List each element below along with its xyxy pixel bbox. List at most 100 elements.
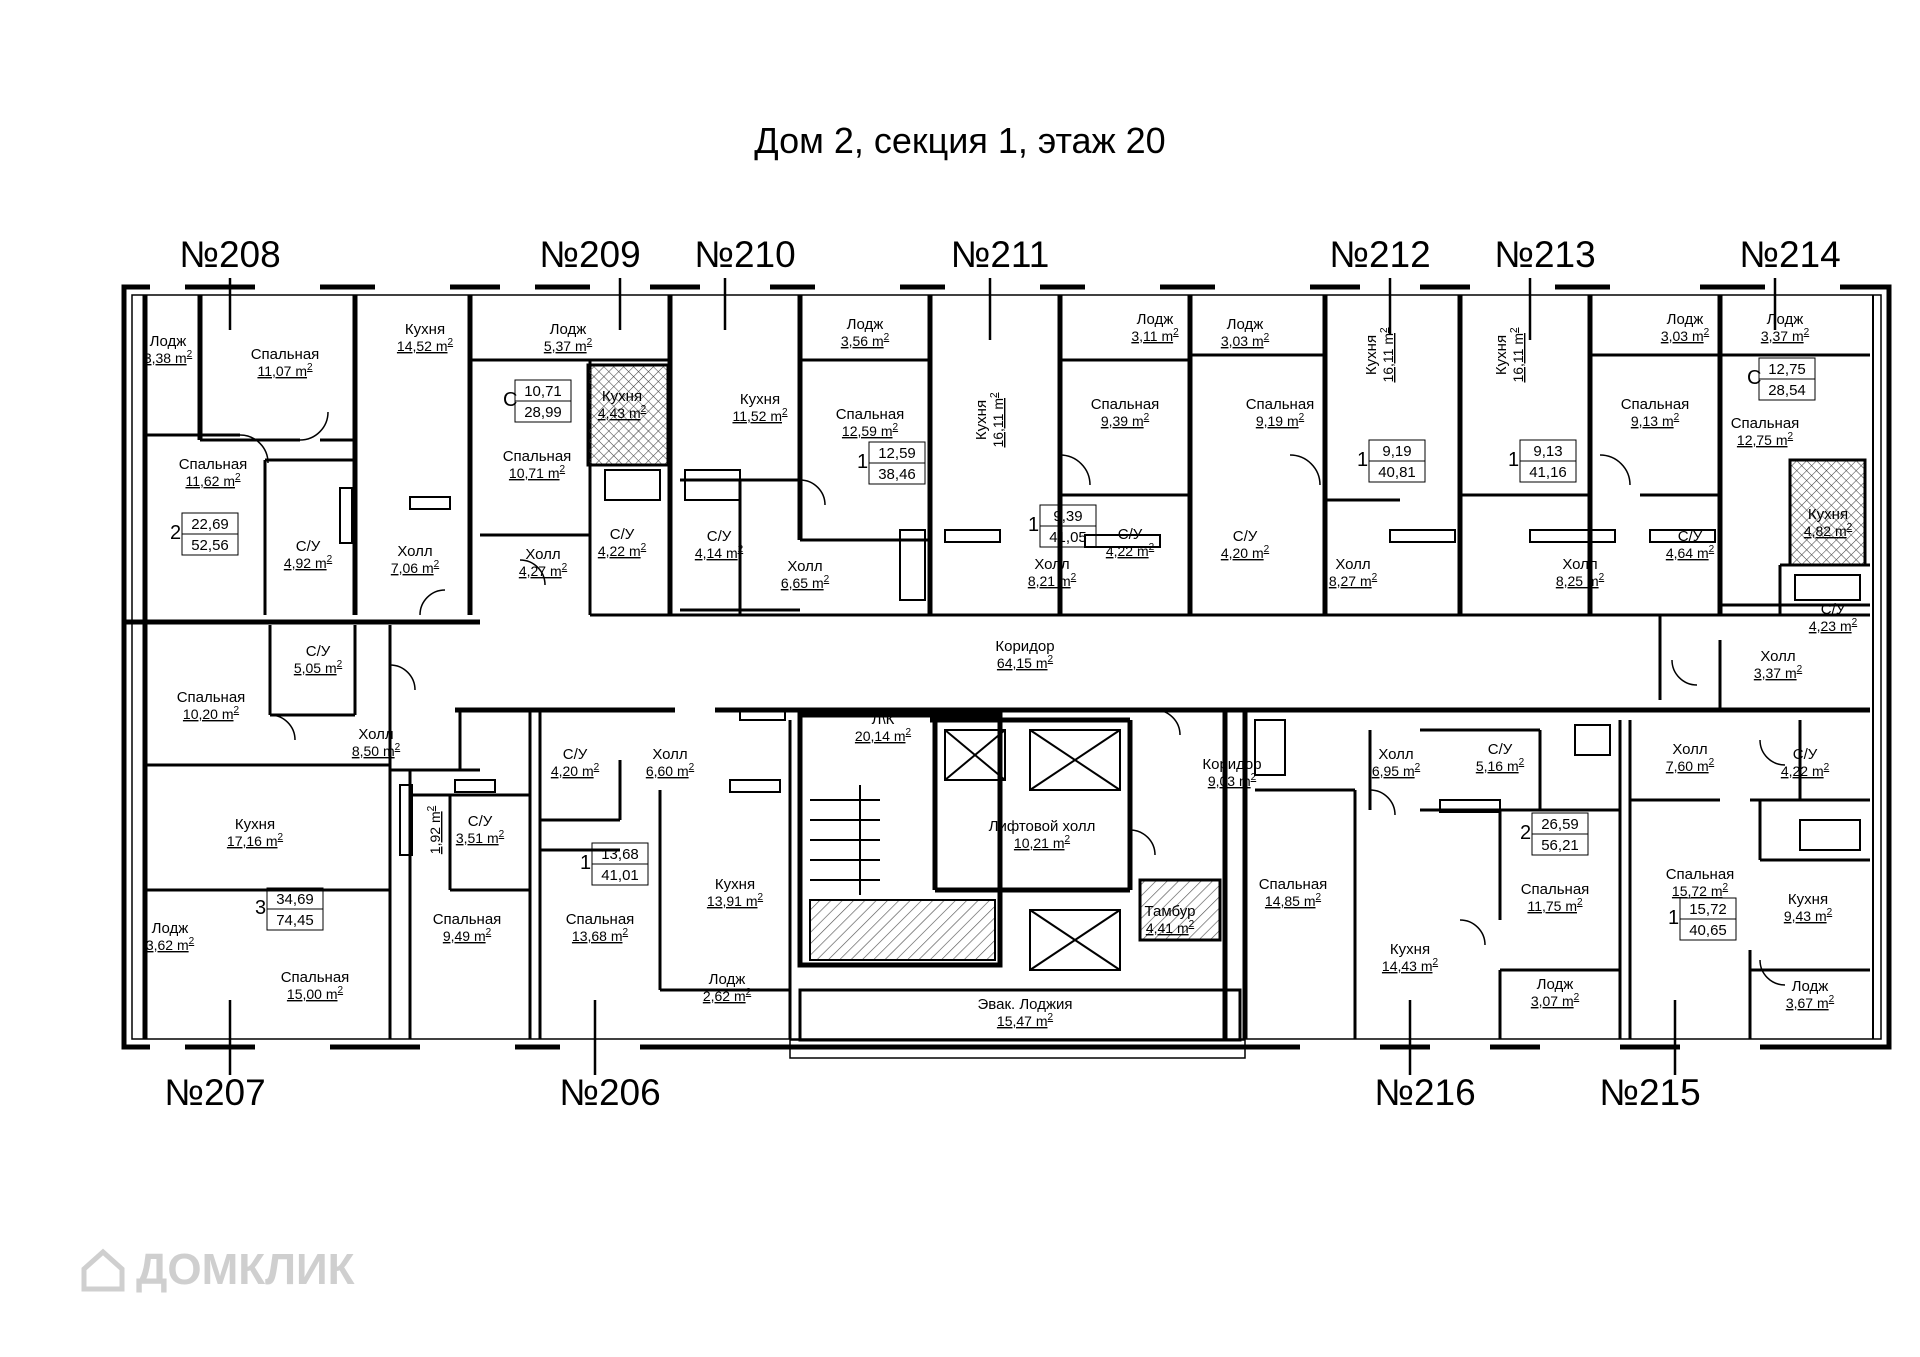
room-name: Коридор (995, 638, 1054, 655)
room-name: Кухня (602, 388, 642, 405)
room-area: 12,75 m2 (1737, 431, 1794, 448)
room-area: 17,16 m2 (227, 832, 284, 849)
apartment-type: 1 (1668, 907, 1679, 929)
total-area: 41,05 (1049, 529, 1087, 546)
room-name: Спальная (179, 456, 248, 473)
room-name: С/У (1488, 741, 1513, 758)
room-name: Спальная (1731, 415, 1800, 432)
room-name: Холл (397, 543, 432, 560)
room-name: С/У (306, 643, 331, 660)
room-name: С/У (563, 746, 588, 763)
room-area: 9,43 m2 (1784, 907, 1833, 924)
room-area: 3,07 m2 (1531, 992, 1580, 1009)
room-area: 15,00 m2 (287, 985, 344, 1002)
room-area: 4,43 m2 (598, 404, 647, 421)
room-name: Холл (1672, 741, 1707, 758)
room-area: 4,92 m2 (284, 554, 333, 571)
room-area: 4,20 m2 (1221, 544, 1270, 561)
room-label: С/У4,22 m2 (1781, 746, 1830, 779)
room-area: 11,52 m2 (732, 407, 788, 424)
room-name: Лодж (550, 321, 587, 338)
room-label: С/У4,14 m2 (695, 528, 744, 561)
room-name: Л\К (872, 711, 895, 728)
room-area: 3,11 m2 (1131, 327, 1179, 344)
room-label: Л\К20,14 m2 (855, 711, 912, 744)
room-area: 13,91 m2 (707, 892, 764, 909)
leader-lines (228, 278, 1777, 1075)
house-logo-icon (81, 1248, 125, 1292)
room-area: 12,59 m2 (842, 422, 899, 439)
room-name: С/У (1118, 526, 1143, 543)
room-area: 8,21 m2 (1028, 572, 1077, 589)
total-area: 41,01 (601, 867, 639, 884)
room-area: 3,37 m2 (1761, 327, 1810, 344)
room-area: 4,27 m2 (519, 562, 568, 579)
room-area: 4,64 m2 (1666, 544, 1715, 561)
living-area: 12,59 (878, 445, 916, 462)
total-area: 38,46 (878, 466, 916, 483)
total-area: 41,16 (1529, 464, 1567, 481)
room-area: 16,11 m2 (989, 392, 1006, 448)
room-name: Лодж (709, 971, 746, 988)
room-area: 6,65 m2 (781, 574, 830, 591)
living-area: 10,71 (524, 383, 562, 400)
room-area: 4,22 m2 (598, 542, 647, 559)
room-name: Коридор (1202, 756, 1261, 773)
apartment-number: №215 (1599, 1072, 1700, 1113)
apartment-type: 3 (255, 897, 266, 919)
apartment-type: 2 (1520, 822, 1531, 844)
room-name: Спальная (566, 911, 635, 928)
room-area: 4,23 m2 (1809, 617, 1858, 634)
room-label: С/У4,92 m2 (284, 538, 333, 571)
room-area: 4,20 m2 (551, 762, 600, 779)
plan-title: Дом 2, секция 1, этаж 20 (754, 120, 1166, 161)
room-area: 8,50 m2 (352, 742, 401, 759)
apartment-number: №208 (179, 234, 280, 275)
room-name: Эвак. Лоджия (978, 996, 1073, 1013)
room-area: 3,37 m2 (1754, 664, 1803, 681)
room-name: Холл (652, 746, 687, 763)
apartment-type: 1 (1028, 514, 1039, 536)
room-area: 11,07 m2 (257, 362, 313, 379)
room-name: Спальная (1666, 866, 1735, 883)
living-area: 9,13 (1533, 443, 1562, 460)
apartment-type: С (1747, 367, 1761, 389)
room-label: С/У4,20 m2 (551, 746, 600, 779)
room-name: Спальная (177, 689, 246, 706)
room-name: Лодж (1137, 311, 1174, 328)
apartment-number: №211 (951, 234, 1050, 275)
apartment-number: №206 (559, 1072, 660, 1113)
room-name: Спальная (1259, 876, 1328, 893)
room-name: Лодж (1227, 316, 1264, 333)
room-area: 10,21 m2 (1014, 834, 1071, 851)
total-area: 28,99 (524, 404, 562, 421)
room-area: 3,56 m2 (841, 332, 890, 349)
total-area: 52,56 (191, 537, 229, 554)
room-label: С/У5,16 m2 (1476, 741, 1525, 774)
apartment-type: 1 (1357, 449, 1368, 471)
